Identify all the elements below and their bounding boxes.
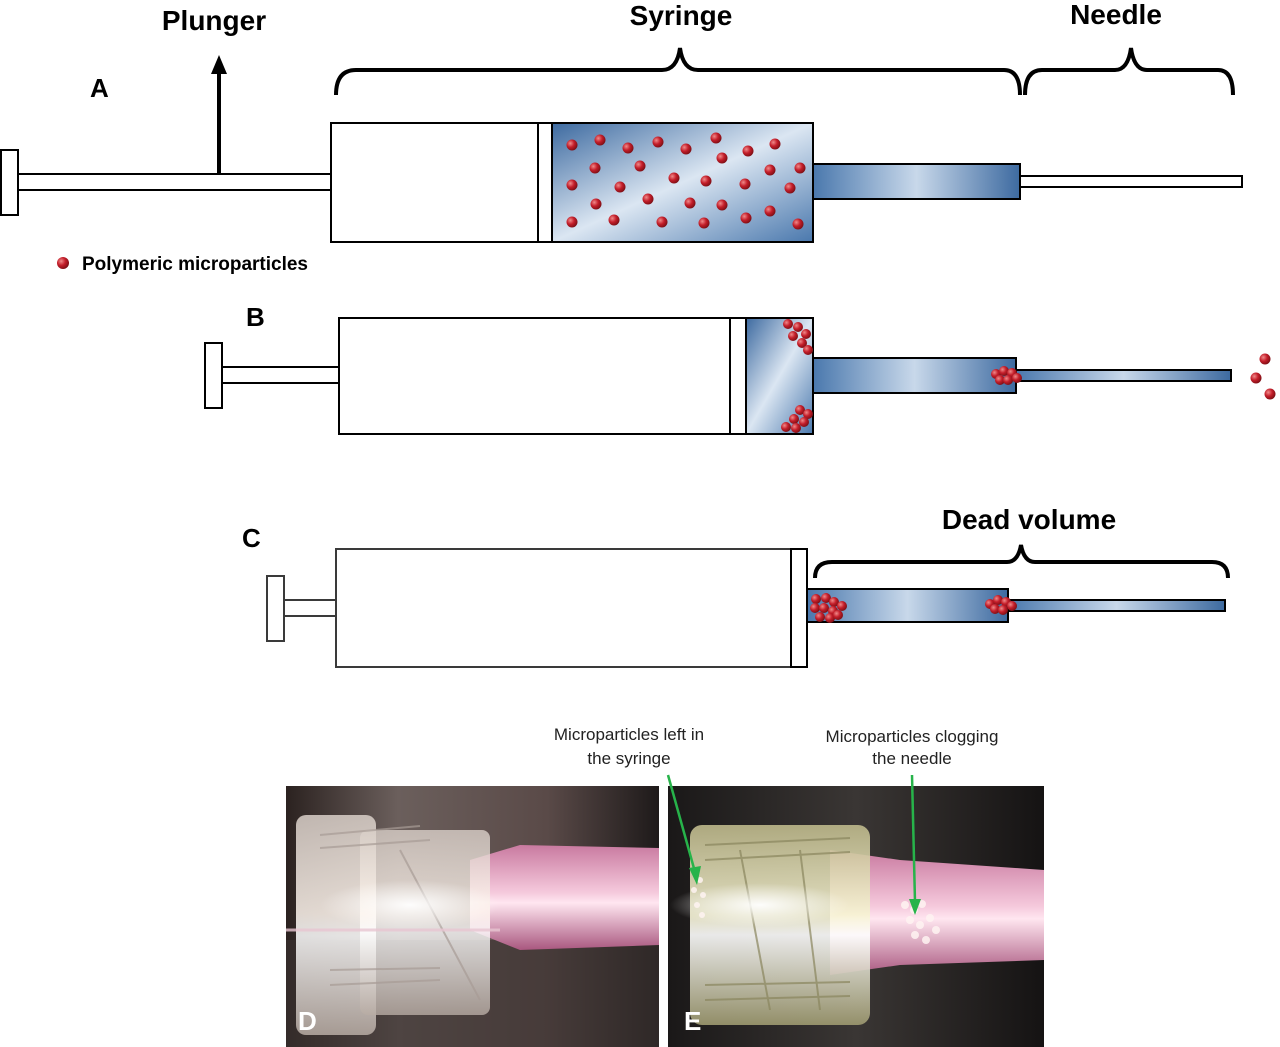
- legend-particle-icon: [57, 257, 69, 269]
- plunger-seal-a: [537, 122, 553, 243]
- particles-panel-a: [566, 132, 806, 230]
- annotation-syringe-line2: the syringe: [587, 749, 670, 768]
- panel-b-label: B: [246, 302, 265, 332]
- needle-b: [1015, 369, 1232, 382]
- annotation-syringe-line1: Microparticles left in: [554, 725, 704, 744]
- nozzle-a: [812, 163, 1021, 200]
- needle-label: Needle: [1070, 0, 1162, 30]
- plunger-seal-b: [729, 317, 747, 435]
- barrel-b-fluid: [745, 317, 814, 435]
- plunger-label: Plunger: [162, 5, 266, 36]
- annotation-clog-line2: the needle: [872, 749, 951, 768]
- plunger-arrow-head: [211, 55, 227, 74]
- syringe-label: Syringe: [630, 0, 733, 31]
- annotation-arrows: [666, 774, 921, 915]
- photo-e: E: [668, 786, 1044, 1047]
- dead-volume-label: Dead volume: [942, 504, 1116, 535]
- panel-c-label: C: [242, 523, 261, 553]
- needle-a: [1019, 175, 1243, 188]
- barrel-a-empty: [330, 122, 539, 243]
- annotation-clog-line1: Microparticles clogging: [826, 727, 999, 746]
- panel-d-label: D: [298, 1006, 317, 1036]
- panel-e-label: E: [684, 1006, 701, 1036]
- barrel-a-fluid: [551, 122, 814, 243]
- needle-c: [1007, 599, 1226, 612]
- dead-volume-bracket: [813, 544, 1230, 579]
- legend-label: Polymeric microparticles: [82, 254, 308, 275]
- barrel-b-empty: [338, 317, 731, 435]
- particles-panel-c: [810, 593, 1017, 623]
- nozzle-b: [812, 357, 1017, 394]
- panel-a-label: A: [90, 73, 109, 103]
- particles-panel-b: [781, 319, 1276, 433]
- needle-bracket: [1023, 47, 1235, 96]
- photo-d: D: [286, 786, 659, 1047]
- plunger-seal-c: [790, 548, 808, 668]
- barrel-c-empty: [335, 548, 792, 668]
- syringe-bracket: [334, 47, 1022, 96]
